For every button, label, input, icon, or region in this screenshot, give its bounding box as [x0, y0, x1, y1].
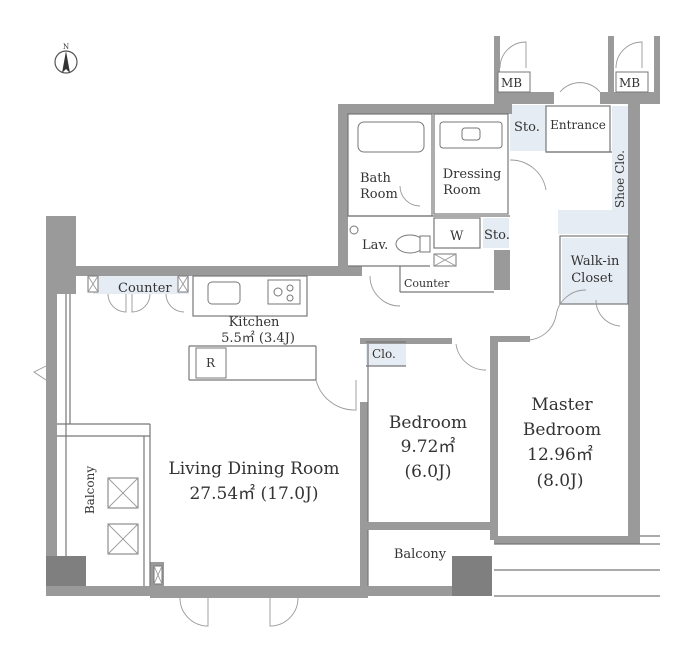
burner-1: [273, 287, 283, 297]
shoe-closet-name: Shoe Clo.: [613, 150, 627, 208]
fridge: [195, 347, 227, 379]
master-tatami: (8.0J): [536, 471, 583, 491]
bedroom-tatami: (6.0J): [404, 462, 451, 482]
master-name-1: Master: [531, 395, 593, 415]
bedroom-area: 9.72㎡: [401, 437, 456, 457]
bath-name-1: Bath: [360, 171, 392, 186]
north-arrow-icon: [62, 51, 70, 73]
dressing-name-1: Dressing: [443, 167, 502, 182]
room-labels: Living Dining Room 27.54㎡ (17.0J) Kitche…: [83, 76, 640, 562]
bath-name-2: Room: [360, 187, 398, 202]
bathtub: [357, 121, 425, 153]
dressing-name-2: Room: [443, 183, 481, 198]
entrance-name: Entrance: [550, 118, 606, 132]
closet-fill: [366, 342, 406, 366]
master-name-2: Bedroom: [523, 420, 601, 440]
mb-right-name: MB: [619, 76, 640, 90]
bedroom-name: Bedroom: [389, 413, 467, 433]
stove: [267, 279, 301, 305]
compass: N: [54, 43, 78, 74]
sto-mid-name: Sto.: [484, 228, 510, 243]
lav-sink: [349, 225, 359, 235]
sto-top-name: Sto.: [514, 120, 540, 135]
toilet-tank: [419, 235, 431, 253]
living-name: Living Dining Room: [168, 459, 339, 479]
burner-3: [286, 294, 294, 302]
balcony-bottom-name: Balcony: [394, 547, 447, 562]
fridge-label: R: [206, 356, 216, 370]
closet-name: Clo.: [372, 347, 396, 361]
counter-left-name: Counter: [118, 281, 172, 296]
balcony-left-name: Balcony: [83, 466, 97, 514]
storage-sto-top-fill: [510, 105, 546, 151]
kitchen-area: 5.5㎡ (3.4J): [221, 331, 295, 346]
kitchen-name: Kitchen: [229, 315, 280, 330]
walkin-name-2: Closet: [571, 271, 613, 286]
counter-left-fill: [93, 276, 189, 294]
lav-name: Lav.: [362, 238, 388, 253]
walkin-name-1: Walk-in: [571, 254, 620, 269]
shoe-closet-fill-horizontal: [558, 210, 628, 234]
shoe-closet-fill-vertical: [612, 106, 628, 210]
kitchen-sink: [207, 281, 241, 305]
burner-2: [286, 284, 294, 292]
mb-left-name: MB: [501, 76, 522, 90]
fixtures: [87, 121, 503, 585]
storage-sto-mid-fill: [483, 218, 509, 248]
living-area: 27.54㎡ (17.0J): [189, 484, 318, 504]
doors: [33, 41, 643, 627]
compass-label: N: [63, 43, 69, 51]
master-area: 12.96㎡: [527, 445, 593, 465]
counter-mid-name: Counter: [404, 277, 450, 290]
w-name: W: [450, 229, 464, 244]
washbasin: [461, 127, 481, 141]
interior-lines: [57, 71, 660, 597]
